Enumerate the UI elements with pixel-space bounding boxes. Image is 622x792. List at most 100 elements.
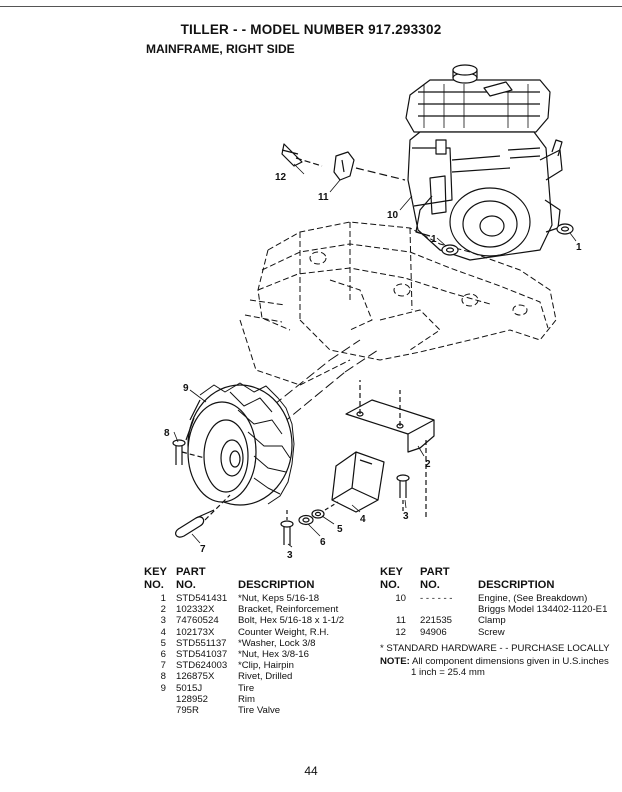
parts-row: 5 STD551137 *Washer, Lock 3/8 [144, 638, 364, 649]
key-number: 1 [160, 593, 166, 604]
part-description: Screw [478, 626, 505, 638]
part-number: STD551137 [176, 637, 227, 649]
mainframe-dashed-drawing [239, 221, 557, 386]
parts-list-right: KEY PART NO. NO. DESCRIPTION 10 - - - - -… [380, 566, 620, 638]
key-number: 2 [160, 604, 166, 616]
washer-nut-drawing [298, 501, 339, 526]
standard-hardware-note: * STANDARD HARDWARE - - PURCHASE LOCALLY [380, 643, 610, 654]
part-description: *Nut, Hex 3/8-16 [238, 648, 309, 660]
col-key-header: KEY [144, 566, 168, 578]
callout-8: 8 [164, 428, 170, 439]
note-label: NOTE: [380, 656, 410, 667]
callout-2: 2 [425, 459, 431, 470]
counter-weight-drawing [331, 451, 385, 513]
part-description: Briggs Model 134402-1120-E1 [478, 604, 608, 616]
callout-6: 6 [320, 537, 326, 548]
callout-4: 4 [360, 514, 366, 525]
key-number: 9 [160, 682, 166, 694]
page-number: 44 [304, 764, 318, 778]
conversion-note: 1 inch = 25.4 mm [411, 667, 485, 678]
parts-row: 7 STD624003 *Clip, Hairpin [144, 660, 364, 671]
callout-1: 1 [431, 234, 437, 245]
part-description: Engine, (See Breakdown) [478, 593, 588, 604]
bolt-drawing [396, 474, 410, 512]
bracket-drawing [345, 380, 435, 520]
part-number: 94906 [420, 626, 447, 638]
part-description: Tire [238, 682, 255, 694]
note-text: All component dimensions given in U.S.in… [412, 656, 609, 667]
parts-row: 10 - - - - - - Engine, (See Breakdown) [380, 593, 620, 604]
wheel-drawing [185, 382, 295, 506]
key-number: 5 [160, 637, 166, 649]
key-number: 7 [160, 660, 166, 672]
part-description: Bracket, Reinforcement [238, 604, 339, 616]
screw-and-clamp-drawing [281, 143, 406, 181]
part-number: 221535 [420, 615, 453, 627]
part-number: 795R [176, 704, 199, 716]
part-number: 128952 [176, 693, 209, 705]
key-number: 10 [395, 593, 406, 604]
callout-3: 3 [287, 550, 293, 561]
top-rule [0, 6, 622, 7]
col-key-header: NO. [380, 579, 400, 591]
key-number: 4 [160, 626, 166, 638]
parts-row: 8 126875X Rivet, Drilled [144, 671, 364, 682]
part-description: *Nut, Keps 5/16-18 [238, 593, 320, 604]
callout-5: 5 [337, 524, 343, 535]
callout-12: 12 [275, 172, 287, 183]
part-description: Rivet, Drilled [238, 671, 293, 683]
parts-row: 2 102332X Bracket, Reinforcement [144, 604, 364, 615]
callout-3: 3 [403, 511, 409, 522]
nut-drawing [441, 223, 574, 256]
part-number: STD624003 [176, 660, 228, 672]
dimension-note: NOTE: All component dimensions given in … [380, 656, 609, 667]
col-key-header: KEY [380, 566, 404, 578]
bolt-lower-drawing [280, 510, 294, 545]
col-key-header: NO. [144, 579, 164, 591]
col-part-header: PART [176, 566, 206, 578]
part-description: Tire Valve [238, 704, 281, 716]
part-description: *Clip, Hairpin [238, 660, 294, 672]
part-description: *Washer, Lock 3/8 [238, 637, 316, 649]
leader-lines [173, 163, 577, 548]
part-number: 126875X [176, 671, 215, 683]
callout-9: 9 [183, 383, 189, 394]
exploded-parts-diagram: 1 1 2 3 3 4 5 6 7 8 9 10 11 12 [164, 64, 582, 561]
key-number: 3 [160, 615, 166, 627]
col-desc-header: DESCRIPTION [478, 579, 555, 591]
part-number: STD541431 [176, 593, 228, 604]
parts-row: Briggs Model 134402-1120-E1 [380, 604, 620, 615]
col-part-header: NO. [420, 579, 440, 591]
part-description: Bolt, Hex 5/16-18 x 1-1/2 [238, 615, 345, 627]
col-desc-header: DESCRIPTION [238, 579, 315, 591]
parts-row: 9 5015J Tire [144, 683, 364, 694]
parts-row: 128952 Rim [144, 694, 364, 705]
part-number: STD541037 [176, 648, 228, 660]
part-description: Counter Weight, R.H. [238, 626, 329, 638]
key-number: 6 [160, 648, 166, 660]
hairpin-drawing [175, 494, 231, 538]
parts-row: 6 STD541037 *Nut, Hex 3/8-16 [144, 649, 364, 660]
callout-10: 10 [387, 210, 399, 221]
part-description: Rim [238, 693, 256, 705]
parts-list-left: KEY PART NO. NO. DESCRIPTION 1 STD541431 *… [144, 566, 364, 716]
col-part-header: NO. [176, 579, 196, 591]
callout-1: 1 [576, 242, 582, 253]
part-number: 102332X [176, 604, 215, 616]
part-number: - - - - - - [420, 593, 453, 604]
part-description: Clamp [478, 615, 506, 627]
page-title: TILLER - - MODEL NUMBER 917.293302 [180, 22, 442, 37]
parts-row: 1 STD541431 *Nut, Keps 5/16-18 [144, 593, 364, 604]
callout-7: 7 [200, 544, 206, 555]
parts-row: 795R Tire Valve [144, 705, 364, 716]
key-number: 11 [396, 615, 406, 627]
part-number: 102173X [176, 626, 215, 638]
col-part-header: PART [420, 566, 450, 578]
callout-11: 11 [318, 192, 329, 203]
rivet-drawing [172, 439, 206, 465]
part-number: 5015J [176, 682, 203, 694]
key-number: 8 [160, 671, 166, 683]
parts-row: 4 102173X Counter Weight, R.H. [144, 627, 364, 638]
